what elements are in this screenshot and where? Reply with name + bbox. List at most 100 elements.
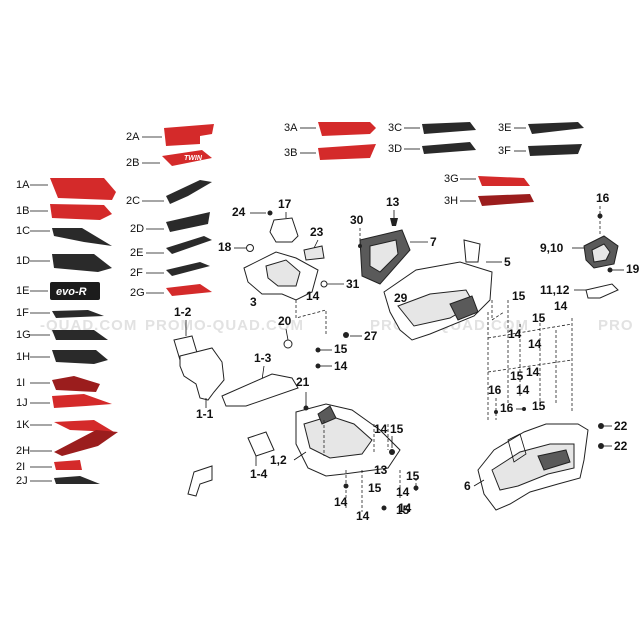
label-2B: 2B <box>126 157 139 169</box>
bolt-16-top-icon <box>597 213 603 219</box>
label-1G: 1G <box>16 329 31 341</box>
label-3A: 3A <box>284 122 298 134</box>
right-bracket-group: 16 9,10 19 11,12 <box>540 191 640 299</box>
label-1-4: 1-4 <box>250 467 268 481</box>
part-3-console-inner <box>265 259 301 287</box>
label-1F: 1F <box>16 307 29 319</box>
decal-1D <box>52 254 112 272</box>
decal-1A <box>50 178 116 200</box>
label-2E: 2E <box>130 247 143 259</box>
decal-3F <box>528 144 582 156</box>
clip-bracket-icon <box>187 465 213 497</box>
part-1-1 <box>179 347 225 401</box>
screw-22-a-icon <box>598 423 604 429</box>
label-16-foot-b: 16 <box>500 401 514 415</box>
part-5-tray-cup <box>449 295 479 321</box>
label-23: 23 <box>310 225 324 239</box>
label-1B: 1B <box>16 205 29 217</box>
label-15-r1: 15 <box>512 289 526 303</box>
decal-3E <box>528 122 584 134</box>
decal-1J <box>52 394 112 408</box>
label-1J: 1J <box>16 397 28 409</box>
screw-27-icon <box>343 332 349 338</box>
footwell-left-group: 1-2 1-3 1-1 1-4 <box>173 305 299 497</box>
decal-3A <box>318 122 376 136</box>
bolt-16-foot-b-icon <box>522 407 526 411</box>
label-14-r5: 14 <box>516 383 530 397</box>
label-1-2-center: 1,2 <box>270 453 287 467</box>
label-11-12: 11,12 <box>540 283 570 297</box>
label-1-3: 1-3 <box>254 351 272 365</box>
screw-22-b-icon <box>598 443 604 449</box>
label-1H: 1H <box>16 351 30 363</box>
label-14-r4: 14 <box>526 365 540 379</box>
label-15-r4: 15 <box>532 399 546 413</box>
label-1C: 1C <box>16 225 30 237</box>
decal-2I <box>54 460 82 470</box>
part-1-4 <box>247 431 275 457</box>
label-3: 3 <box>250 295 257 309</box>
bolt-24-icon <box>267 210 273 216</box>
label-14-r1: 14 <box>554 299 568 313</box>
label-7: 7 <box>430 235 437 249</box>
center-footwell-group: 1,2 21 <box>270 375 401 477</box>
decal-column-left: 1A 1B 1C 1D 1E evo-R 1F 1G 1H 1I <box>16 178 118 487</box>
label-2H: 2H <box>16 445 30 457</box>
label-15-c3: 15 <box>368 481 382 495</box>
part-6-rail <box>507 433 527 463</box>
clip-20-icon <box>283 339 293 349</box>
label-14-c3: 14 <box>334 495 348 509</box>
label-14-c1: 14 <box>374 422 388 436</box>
watermark-4: PRO <box>598 317 634 334</box>
label-14-r2: 14 <box>508 327 522 341</box>
bracket-23-icon <box>303 245 325 261</box>
label-5: 5 <box>504 255 511 269</box>
screw-c-a-icon <box>343 483 349 489</box>
label-15-r2: 15 <box>532 311 546 325</box>
bolt-16-foot-a-icon <box>494 410 498 414</box>
decal-2D <box>166 212 210 232</box>
label-3B: 3B <box>284 147 297 159</box>
label-1E: 1E <box>16 285 29 297</box>
label-14-r3: 14 <box>528 337 542 351</box>
label-2J: 2J <box>16 475 28 487</box>
watermark-2: PROMO-QUAD.COM <box>145 317 304 334</box>
label-16-foot-a: 16 <box>488 383 502 397</box>
label-16-top: 16 <box>596 191 610 205</box>
label-29: 29 <box>394 291 408 305</box>
decal-3D <box>422 142 476 154</box>
label-2D: 2D <box>130 223 144 235</box>
label-1-1: 1-1 <box>196 407 214 421</box>
decal-1G <box>52 330 108 340</box>
label-15-r3: 15 <box>510 369 524 383</box>
clip-31-icon <box>320 280 328 288</box>
decal-1E <box>50 282 100 300</box>
decal-1K <box>54 420 114 432</box>
label-14-console-b: 14 <box>334 359 348 373</box>
label-18: 18 <box>218 240 232 254</box>
label-20: 20 <box>278 314 292 328</box>
decal-2G <box>166 284 212 296</box>
decal-2H <box>54 430 118 456</box>
label-30: 30 <box>350 213 364 227</box>
label-3C: 3C <box>388 122 402 134</box>
label-3G: 3G <box>444 173 459 185</box>
label-2G: 2G <box>130 287 145 299</box>
decal-3G <box>478 176 530 186</box>
label-13-c: 13 <box>374 463 388 477</box>
decal-2E <box>166 236 212 254</box>
label-15-c2: 15 <box>406 469 420 483</box>
console-group: 3 17 18 24 23 31 20 27 14 15 14 <box>218 197 378 373</box>
screw-c-b-icon <box>413 485 419 491</box>
label-2F: 2F <box>130 267 143 279</box>
label-21: 21 <box>296 375 310 389</box>
fastener-grid-center: 14 15 13 15 15 14 14 14 14 15 <box>323 420 420 523</box>
decal-1H <box>52 350 108 364</box>
part-7-panel-inner <box>369 239 399 273</box>
label-3E: 3E <box>498 122 511 134</box>
part-9-10-mount-inner <box>591 243 611 263</box>
label-15-console: 15 <box>334 342 348 356</box>
label-3F: 3F <box>498 145 511 157</box>
footwell-center-tab <box>317 405 337 425</box>
label-19: 19 <box>626 262 640 276</box>
